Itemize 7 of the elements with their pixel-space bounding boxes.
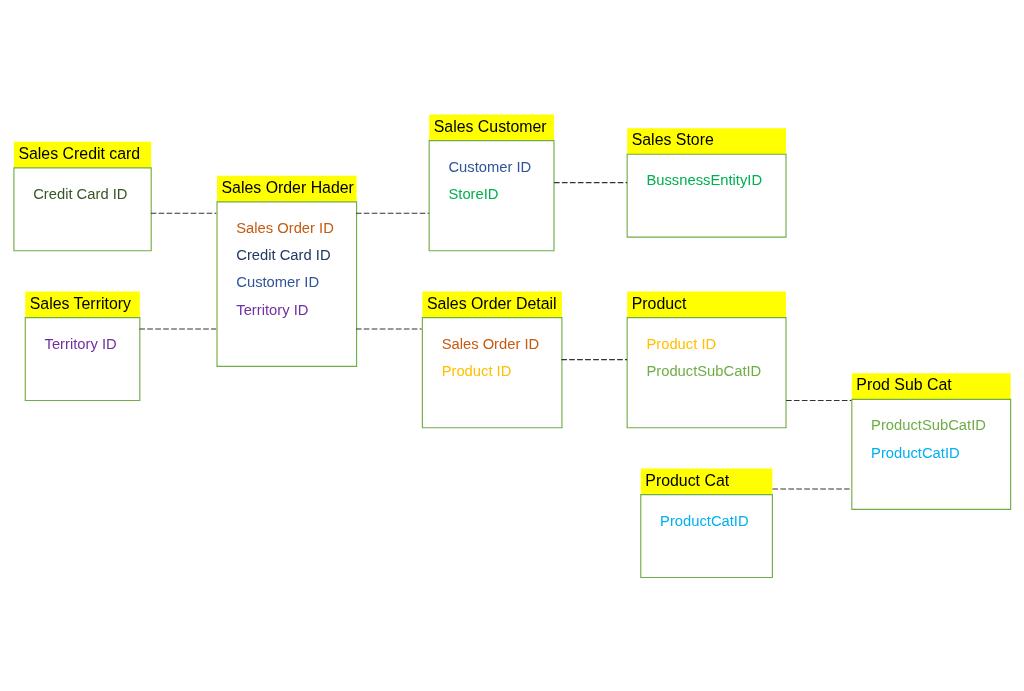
connector bbox=[138, 327, 217, 330]
connector bbox=[150, 212, 217, 214]
connector bbox=[355, 212, 430, 214]
connector bbox=[785, 399, 852, 401]
connector bbox=[553, 181, 628, 183]
connector bbox=[560, 358, 628, 360]
connector bbox=[355, 327, 423, 330]
